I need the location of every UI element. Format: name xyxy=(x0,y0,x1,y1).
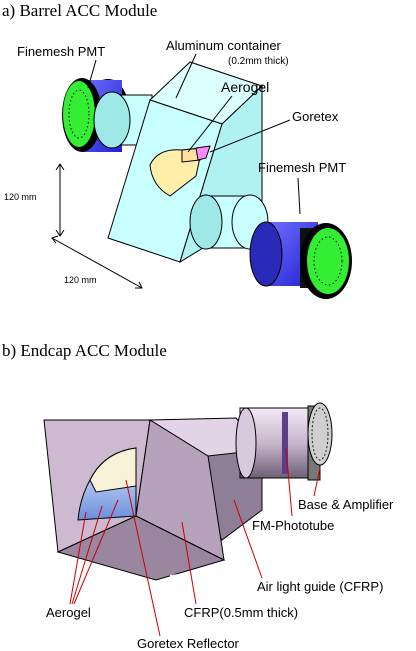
phototube-band xyxy=(282,412,288,474)
right-pmt-back xyxy=(249,221,283,287)
left-pmt-face-ring xyxy=(68,89,90,139)
barrel-heading: a) Barrel ACC Module xyxy=(2,1,157,20)
dim-horizontal-line xyxy=(51,237,143,289)
box-highlight xyxy=(169,571,211,577)
label-aerogel-endcap: Aerogel xyxy=(46,605,91,620)
right-finemesh-pmt xyxy=(189,194,352,299)
right-pmt-face xyxy=(307,228,349,294)
leader-base-amplifier xyxy=(313,467,321,497)
leader-finemesh-pmt-right xyxy=(297,177,301,215)
dim-horizontal-arrow-right xyxy=(135,281,143,289)
leader-air-light-guide xyxy=(233,499,263,579)
label-fm-phototube: FM-Phototube xyxy=(252,518,334,533)
leader-finemesh-pmt-left xyxy=(87,59,97,89)
dim-vertical-arrow-top xyxy=(55,163,65,171)
leader-aerogel-3 xyxy=(73,499,119,605)
label-aluminum-thickness: (0.2mm thick) xyxy=(228,56,289,67)
label-finemesh-pmt-right: Finemesh PMT xyxy=(258,160,346,175)
leader-aluminum-container xyxy=(175,53,197,99)
leader-aerogel-barrel xyxy=(187,95,233,153)
label-cfrp: CFRP(0.5mm thick) xyxy=(184,605,298,620)
label-dim-horizontal: 120 mm xyxy=(64,275,97,285)
phototube-back xyxy=(235,407,257,479)
leader-goretex-reflector xyxy=(125,479,161,637)
barrel-aerogel xyxy=(149,145,211,197)
leader-aerogel-2 xyxy=(71,505,103,605)
right-pmt-face-ring xyxy=(313,236,343,286)
label-goretex-reflector: Goretex Reflector xyxy=(137,636,240,651)
leader-cfrp xyxy=(181,521,197,605)
right-light-guide-back xyxy=(189,194,223,250)
label-finemesh-pmt-left: Finemesh PMT xyxy=(17,44,105,59)
base-amplifier-ring xyxy=(311,407,329,461)
label-goretex: Goretex xyxy=(292,109,339,124)
leader-goretex xyxy=(209,119,291,153)
left-light-guide-end xyxy=(93,91,131,149)
endcap-aerogel-top xyxy=(89,447,137,493)
dim-vertical-arrow-bottom xyxy=(55,229,65,237)
label-aluminum-container: Aluminum container xyxy=(166,38,282,53)
leader-aerogel-1 xyxy=(69,511,87,605)
label-aerogel-barrel: Aerogel xyxy=(221,79,269,95)
goretex-patch xyxy=(195,145,211,161)
left-pmt-face xyxy=(63,81,95,147)
dimension-horizontal xyxy=(51,235,143,289)
label-air-light-guide: Air light guide (CFRP) xyxy=(257,579,383,594)
dimension-vertical xyxy=(55,163,65,237)
leader-fm-phototube xyxy=(285,447,293,517)
endcap-heading: b) Endcap ACC Module xyxy=(2,341,167,360)
dim-horizontal-arrow-left xyxy=(51,235,59,244)
label-base-amplifier: Base & Amplifier xyxy=(298,497,394,512)
label-dim-vertical: 120 mm xyxy=(4,192,37,202)
